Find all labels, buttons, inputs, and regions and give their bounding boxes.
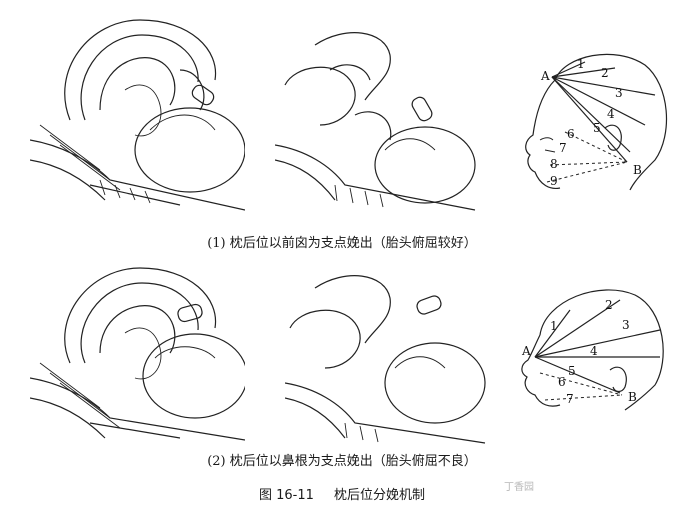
watermark: 丁香园: [504, 482, 534, 493]
row1-line-label-6: 6: [567, 127, 575, 141]
row2-illustration-middle: [285, 268, 495, 448]
row1-illustration-middle: [275, 25, 495, 215]
row1-line-label-5: 5: [593, 121, 601, 135]
row1-line-label-9: 9: [550, 174, 558, 188]
row1-caption: (1) 枕后位以前囟为支点娩出（胎头俯屈较好）: [207, 236, 477, 251]
row1-line-label-2: 2: [601, 66, 609, 80]
row1-line-label-7: 7: [559, 141, 567, 155]
row2-point-a-label: A: [521, 344, 531, 358]
row2-illustration-left: [30, 258, 245, 448]
row2-line-label-1: 1: [550, 319, 558, 333]
row2-line-label-4: 4: [590, 344, 598, 358]
row2-point-b-label: B: [628, 390, 637, 404]
row2-line-label-6: 6: [558, 375, 566, 389]
row2-line-label-7: 7: [566, 392, 574, 406]
row2-line-label-3: 3: [622, 318, 630, 332]
row2-line-label-5: 5: [568, 364, 576, 378]
row1-line-label-3: 3: [615, 86, 623, 100]
row1-illustration-left: [30, 10, 245, 220]
figure-caption: 图 16-11 枕后位分娩机制: [0, 484, 684, 503]
row2-line-label-2: 2: [605, 298, 613, 312]
row2-caption: (2) 枕后位以鼻根为支点娩出（胎头俯屈不良）: [207, 454, 477, 469]
row1-point-b-label: B: [633, 163, 642, 177]
figure-title: 枕后位分娩机制: [334, 488, 426, 503]
row2-head-diagram: A B 1 2 3 4 5 6 7: [510, 275, 670, 425]
row1-head-diagram: A B 1 2 3 4 5 6 7 8 9: [505, 40, 675, 200]
row1-line-label-1: 1: [577, 57, 585, 71]
row1-point-a-label: A: [540, 69, 550, 83]
row1-line-label-4: 4: [607, 107, 615, 121]
figure-number: 图 16-11: [258, 488, 314, 503]
row1-line-label-8: 8: [550, 157, 558, 171]
